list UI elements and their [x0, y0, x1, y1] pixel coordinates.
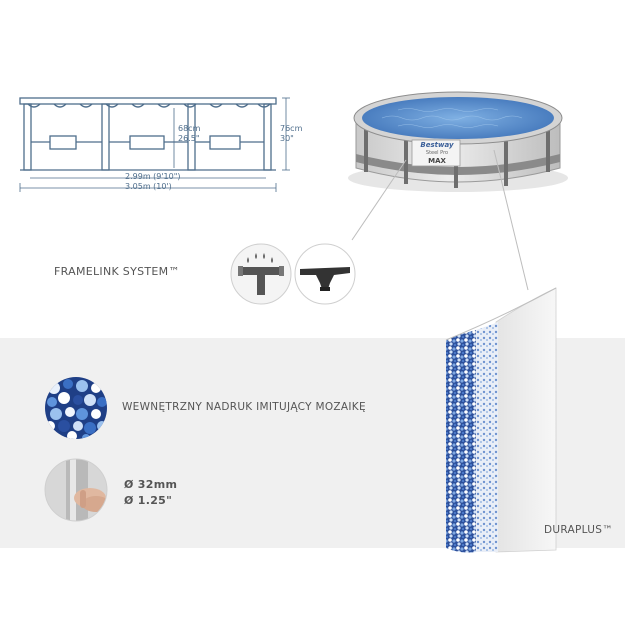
inner-height-in: 26.5" — [178, 134, 200, 143]
pipe-diameter-mm: Ø 32mm — [124, 478, 178, 491]
inner-width-label: 2.99m (9'10") — [125, 172, 181, 181]
outer-height-label: 76cm 30" — [280, 124, 302, 144]
outer-width-label: 3.05m (10') — [125, 182, 172, 191]
framelink-label: FRAMELINK SYSTEM™ — [54, 265, 180, 278]
inner-height-label: 68cm 26.5" — [178, 124, 200, 144]
pipe-diameter-in: Ø 1.25" — [124, 494, 173, 507]
outer-height-in: 30" — [280, 134, 294, 143]
pool-badge-model: MAX — [428, 157, 446, 165]
pool-illustration — [342, 84, 574, 196]
mosaic-label: WEWNĘTRZNY NADRUK IMITUJĄCY MOZAIKĘ — [122, 401, 366, 413]
pipe-diameter-icon — [44, 458, 108, 522]
pool-frame-drawing — [19, 97, 290, 192]
duraplus-wall-illustration — [440, 282, 560, 558]
pool-badge: Bestway Steel Pro MAX — [414, 141, 460, 165]
pool-badge-brand: Bestway — [420, 141, 454, 149]
duraplus-label: DURAPLUS™ — [544, 524, 614, 536]
inner-height-cm: 68cm — [178, 124, 201, 133]
pool-drawing — [348, 91, 568, 192]
pool-badge-line: Steel Pro — [425, 150, 449, 156]
pool-dimension-diagram — [14, 88, 310, 198]
framelink-joint-icon — [294, 243, 356, 305]
mosaic-swatch-icon — [44, 376, 108, 440]
outer-height-cm: 76cm — [280, 124, 303, 133]
pipe-diameter-text: Ø 32mm Ø 1.25" — [124, 477, 177, 509]
framelink-connector-icon — [230, 243, 292, 305]
